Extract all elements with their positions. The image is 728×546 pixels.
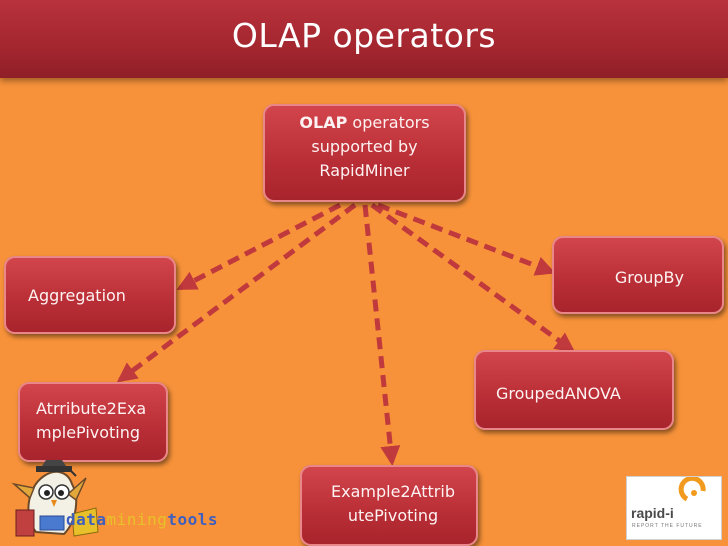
rapid-i-tagline: REPORT THE FUTURE — [632, 523, 703, 529]
rapid-i-swirl-icon — [678, 477, 706, 502]
node-groupby-label: GroupBy — [614, 268, 684, 287]
page-title: OLAP operators — [231, 16, 497, 55]
rapid-i-logo: rapid-i REPORT THE FUTURE — [626, 476, 722, 540]
node-aggregation-label: Aggregation — [28, 286, 126, 305]
node-aggregation: Aggregation — [4, 256, 176, 334]
dataminingtools-logo — [11, 460, 99, 537]
arrow-to-groupby — [377, 202, 556, 276]
rapid-i-wordmark: rapid-i — [631, 505, 674, 521]
root-node-text: OLAP operators supported by RapidMiner — [299, 113, 430, 180]
dataminingtools-wordmark: dataminingtools — [66, 510, 218, 529]
node-grouped-anova-label: GroupedANOVA — [496, 384, 621, 403]
node-example2attribute-label: Example2Attrib utePivoting — [331, 482, 455, 525]
root-node-olap-operators: OLAP operators supported by RapidMiner — [263, 104, 466, 202]
node-example2attribute-pivoting: Example2Attrib utePivoting — [300, 465, 478, 546]
node-attribute2example-pivoting: Atrribute2Exa mplePivoting — [18, 382, 168, 462]
arrow-to-aggregation — [176, 202, 342, 291]
owl-mascot-icon — [11, 460, 99, 537]
arrow-to-example2attribute — [362, 204, 401, 466]
node-groupby: GroupBy — [552, 236, 724, 314]
arrow-to-attribute2example — [116, 202, 357, 383]
node-grouped-anova: GroupedANOVA — [474, 350, 674, 430]
arrow-to-grouped-anova — [370, 202, 576, 353]
node-attribute2example-label: Atrribute2Exa mplePivoting — [36, 399, 147, 442]
title-bar — [0, 0, 728, 78]
